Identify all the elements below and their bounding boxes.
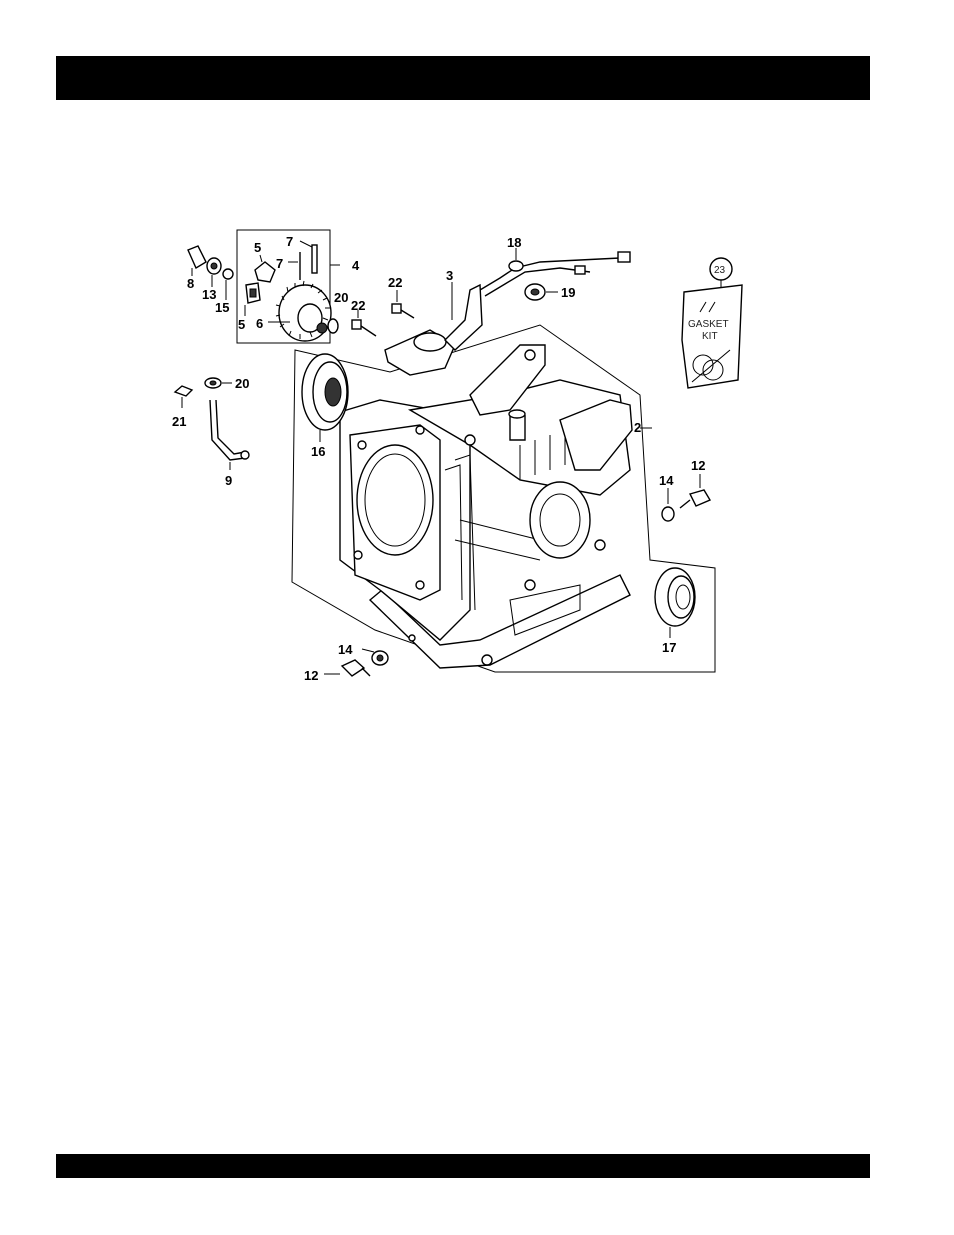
governor-weight-5-upper	[255, 255, 275, 282]
drain-bolt-12-left	[324, 660, 370, 676]
callout-5-lower: 5	[238, 317, 245, 332]
callout-22-lower: 22	[351, 298, 365, 313]
callout-22-upper: 22	[388, 275, 402, 290]
callout-15: 15	[215, 300, 229, 315]
callout-4: 4	[352, 258, 360, 273]
governor-shaft-8	[188, 246, 206, 276]
callout-9: 9	[225, 473, 232, 488]
oil-seal-17	[655, 568, 695, 638]
washer-20-arm	[205, 378, 232, 388]
clip-21	[175, 386, 192, 408]
governor-arm-9	[210, 400, 249, 470]
clip-15	[223, 269, 233, 300]
callout-14-right: 14	[659, 473, 674, 488]
callout-18: 18	[507, 235, 521, 250]
crankcase-body	[340, 345, 632, 668]
drain-bolt-12-right	[680, 474, 710, 508]
callout-12-right: 12	[691, 458, 705, 473]
oil-alert-switch-18	[480, 248, 630, 296]
callout-14-left: 14	[338, 642, 353, 657]
callout-23: 23	[714, 265, 726, 276]
gasket-kit-label-line2: KIT	[702, 331, 718, 342]
callout-20-arm: 20	[235, 376, 249, 391]
callout-3: 3	[446, 268, 453, 283]
washer-14-right	[662, 488, 674, 521]
grommet-19	[525, 284, 558, 300]
callout-16: 16	[311, 444, 325, 459]
washer-13	[207, 258, 221, 287]
callout-6: 6	[256, 316, 263, 331]
governor-gear-6	[268, 281, 331, 341]
callout-5-upper: 5	[254, 240, 261, 255]
bolt-22-lower	[352, 310, 376, 336]
callout-7-lower: 7	[276, 256, 283, 271]
callout-17: 17	[662, 640, 676, 655]
callout-20-governor: 20	[334, 290, 348, 305]
governor-weight-5-lower	[245, 283, 260, 316]
callout-19: 19	[561, 285, 575, 300]
washer-14-left	[362, 649, 388, 665]
callout-2: 2	[634, 420, 641, 435]
pin-7-left	[288, 252, 300, 280]
pin-7-right	[300, 241, 317, 273]
callout-8: 8	[187, 276, 194, 291]
callout-21: 21	[172, 414, 186, 429]
callout-7-upper: 7	[286, 234, 293, 249]
washer-20-governor	[328, 319, 338, 333]
breather-tube-3	[385, 282, 482, 375]
bolt-22-upper	[392, 290, 414, 318]
gasket-kit-label-line1: GASKET	[688, 319, 729, 330]
callout-12-left: 12	[304, 668, 318, 683]
